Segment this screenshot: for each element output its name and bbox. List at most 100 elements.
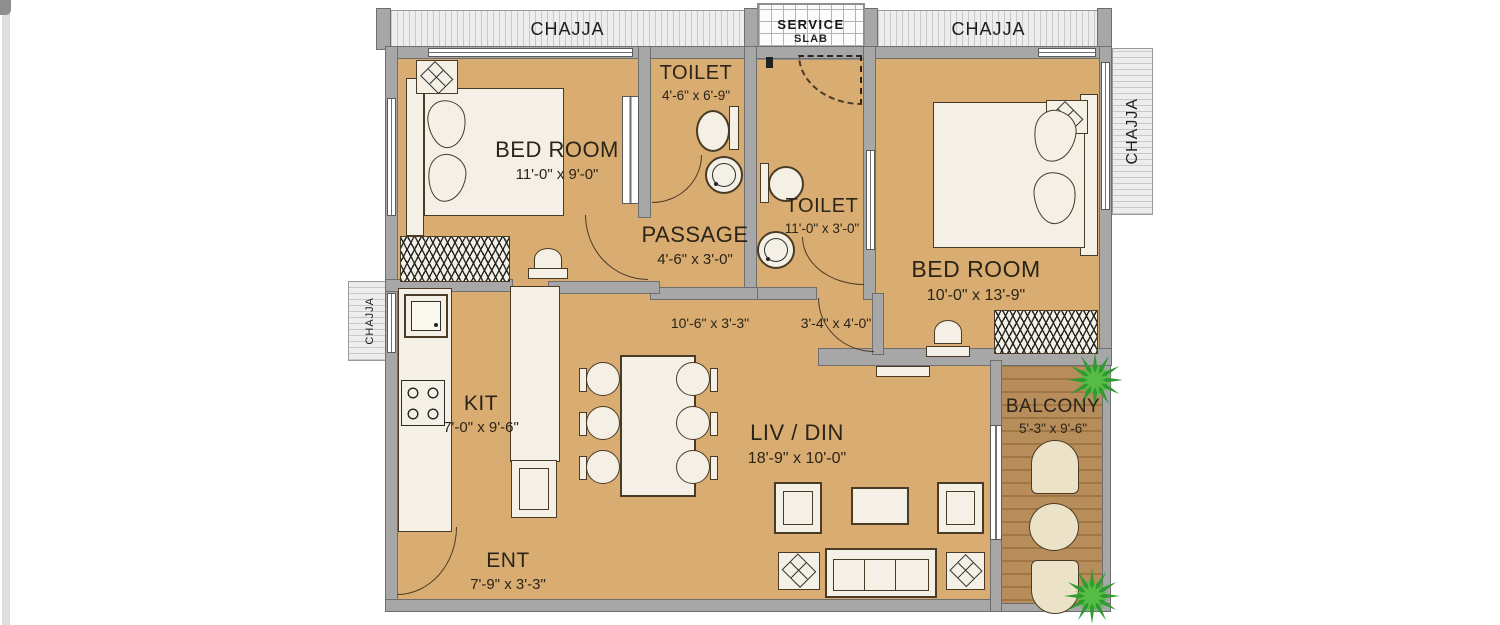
armchair xyxy=(937,482,984,534)
kitchen-counter xyxy=(510,286,560,462)
sofa xyxy=(825,548,937,598)
bedroom2-name: BED ROOM xyxy=(911,256,1041,282)
toilet2-dims: 11'-0" x 3'-0" xyxy=(784,221,860,237)
dining-chair xyxy=(586,406,620,440)
window xyxy=(866,150,875,250)
stool-base xyxy=(528,268,568,279)
passage-name: PASSAGE xyxy=(641,222,749,247)
lobby-dims-label: 3'-4" x 4'-0" xyxy=(800,315,872,332)
wall xyxy=(863,8,878,50)
toilet1-room-label: TOILET 4'-6" x 6'-9" xyxy=(660,62,733,104)
plant-icon xyxy=(1067,352,1123,408)
window xyxy=(428,48,633,57)
diamond-motif-icon xyxy=(420,60,454,94)
washbasin-inner xyxy=(764,238,788,262)
toilet2-room-label: TOILET 11'-0" x 3'-0" xyxy=(785,195,860,237)
diamond-motif-icon xyxy=(948,554,983,588)
wall xyxy=(385,599,992,612)
plant-icon xyxy=(1064,568,1120,624)
stool xyxy=(534,248,562,270)
diamond-motif-icon xyxy=(781,553,817,589)
bedroom1-dims: 11'-0" x 9'-0" xyxy=(515,165,599,183)
kitchen-hob xyxy=(401,380,445,426)
balcony-chair xyxy=(1031,440,1079,494)
balcony-name: BALCONY xyxy=(1005,396,1101,417)
window xyxy=(1101,62,1110,210)
toilet1-name: TOILET xyxy=(659,62,733,84)
window xyxy=(387,293,396,353)
wall xyxy=(1097,8,1112,50)
balcony-table xyxy=(1029,503,1079,551)
lobby-dims: 3'-4" x 4'-0" xyxy=(800,315,872,331)
toilet1-dims: 4'-6" x 6'-9" xyxy=(661,88,730,104)
window xyxy=(1038,48,1096,57)
bedroom1-room-label: BED ROOM 11'-0" x 9'-0" xyxy=(495,137,619,183)
bedroom1-name: BED ROOM xyxy=(495,137,619,162)
wall-cupboard xyxy=(622,96,639,204)
balcony-dims: 5'-3" x 9'-6" xyxy=(1018,421,1087,437)
living-name: LIV / DIN xyxy=(750,420,844,445)
sofa-cushions xyxy=(833,559,929,591)
dining-chair xyxy=(586,362,620,396)
chajja-top-left: CHAJJA xyxy=(378,10,757,48)
stool-base xyxy=(926,346,970,357)
wall xyxy=(548,281,660,294)
bedroom2-dims: 10'-0" x 13'-9" xyxy=(926,286,1026,304)
dining-chair-back xyxy=(710,368,718,392)
passage2-dims: 10'-6" x 3'-3" xyxy=(670,315,750,331)
wall xyxy=(650,287,758,300)
page-edge-strip xyxy=(2,0,10,625)
wc-tank xyxy=(729,106,739,150)
washbasin-fixture xyxy=(705,156,743,194)
appliance-inner xyxy=(519,468,549,510)
dining-chair xyxy=(676,450,710,484)
passage-room-label: PASSAGE 4'-6" x 3'-0" xyxy=(641,222,749,268)
chajja-top-right: CHAJJA xyxy=(865,10,1112,48)
side-table-motif xyxy=(778,552,820,590)
faucet-dot xyxy=(714,182,718,186)
toilet2-name: TOILET xyxy=(785,195,859,217)
bed-headboard xyxy=(406,78,424,236)
kitchen-dims: 7'-0" x 9'-6" xyxy=(443,418,519,436)
wc-fixture xyxy=(696,110,730,152)
dining-chair-back xyxy=(710,456,718,480)
wall xyxy=(638,46,651,218)
center-table xyxy=(851,487,909,525)
living-dims: 18'-9" x 10'-0" xyxy=(747,449,847,467)
chajja-right-label: CHAJJA xyxy=(1123,98,1141,165)
dining-chair xyxy=(586,450,620,484)
chajja-right: CHAJJA xyxy=(1112,48,1153,215)
wall xyxy=(376,8,391,50)
window xyxy=(387,98,396,216)
bedroom2-room-label: BED ROOM 10'-0" x 13'-9" xyxy=(911,256,1041,305)
chajja-top-right-label: CHAJJA xyxy=(951,18,1026,39)
passage2-dims-label: 10'-6" x 3'-3" xyxy=(670,315,750,332)
entry-room-label: ENT 7'-9" x 3'-3" xyxy=(470,549,546,593)
kitchen-appliance xyxy=(511,460,557,518)
armchair xyxy=(774,482,822,534)
side-table-motif xyxy=(946,552,985,590)
page-corner-mark xyxy=(0,0,11,15)
corner-table-motif xyxy=(416,60,458,94)
wc-fixture xyxy=(768,166,804,202)
kitchen-sink xyxy=(404,294,448,338)
entry-name: ENT xyxy=(486,549,530,572)
wall xyxy=(757,287,817,300)
washbasin-fixture xyxy=(757,231,795,269)
passage-dims: 4'-6" x 3'-0" xyxy=(657,250,733,268)
dining-chair xyxy=(676,406,710,440)
service-slab-label-line1: SERVICE xyxy=(777,17,845,33)
dining-chair xyxy=(676,362,710,396)
stool xyxy=(934,320,962,344)
chajja-left: CHAJJA xyxy=(348,281,391,361)
living-room-label: LIV / DIN 18'-9" x 10'-0" xyxy=(747,420,847,468)
faucet-dot xyxy=(766,257,770,261)
sink-drain-dot xyxy=(434,323,438,327)
washbasin-inner xyxy=(712,163,736,187)
wardrobe-hatch xyxy=(400,236,510,282)
armchair-seat xyxy=(783,491,813,525)
kitchen-room-label: KIT 7'-0" x 9'-6" xyxy=(443,392,519,436)
chajja-top-left-label: CHAJJA xyxy=(530,18,605,39)
dining-chair-back xyxy=(710,412,718,436)
